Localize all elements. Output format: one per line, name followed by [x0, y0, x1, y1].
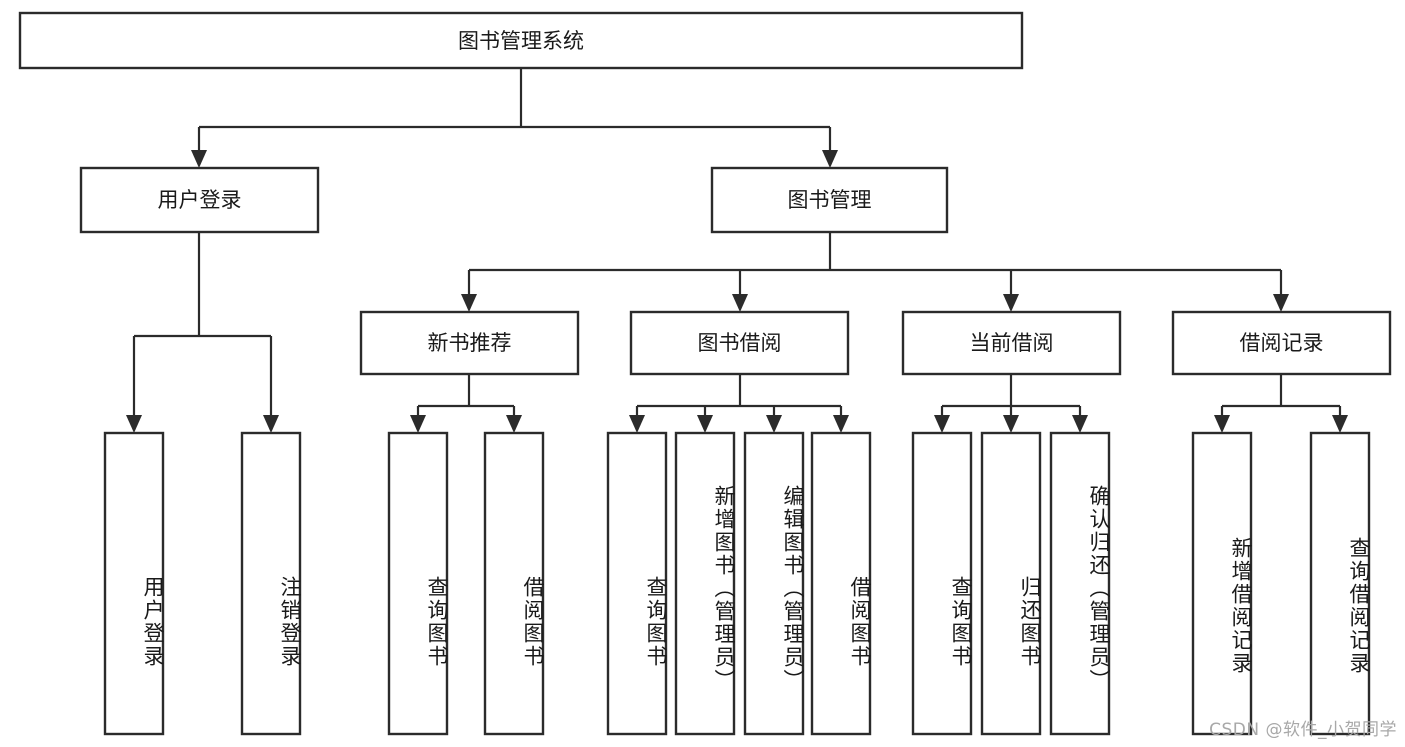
node-current-borrow-label: 当前借阅 [970, 331, 1054, 355]
node-borrow-record-box[interactable] [1171, 310, 1392, 376]
arrowhead-leaf-borrow-book-1 [506, 415, 522, 433]
arrowhead-book-manage [822, 150, 838, 168]
node-user-login-label: 用户登录 [158, 188, 242, 212]
arrowhead-current-borrow [1003, 294, 1019, 312]
node-borrow-record-label: 借阅记录 [1240, 331, 1324, 355]
node-leaf-confirm-return-box[interactable] [1049, 431, 1111, 736]
arrowhead-leaf-query-book-1 [410, 415, 426, 433]
node-leaf-query-record-box[interactable] [1309, 431, 1371, 736]
arrowhead-leaf-confirm-return [1072, 415, 1088, 433]
arrowhead-leaf-query-book-2 [629, 415, 645, 433]
node-borrow-record[interactable]: 借阅记录 [1171, 310, 1392, 376]
node-current-borrow[interactable]: 当前借阅 [901, 310, 1122, 376]
leaf-box-layer [103, 431, 1371, 736]
arrowhead-user-login [191, 150, 207, 168]
node-leaf-user-login-box[interactable] [103, 431, 165, 736]
arrowhead-new-book-rec [461, 294, 477, 312]
node-new-book-rec-box[interactable] [359, 310, 580, 376]
node-book-borrow-box[interactable] [629, 310, 850, 376]
node-new-book-rec-label: 新书推荐 [428, 331, 512, 355]
node-leaf-query-book-1-box[interactable] [387, 431, 449, 736]
arrowhead-leaf-edit-book [766, 415, 782, 433]
node-leaf-query-book-2-box[interactable] [606, 431, 668, 736]
arrowhead-leaf-user-login [126, 415, 142, 433]
node-leaf-query-book-3-box[interactable] [911, 431, 973, 736]
arrowhead-leaf-user-logout [263, 415, 279, 433]
csdn-watermark: CSDN @软件_小贺同学 [1209, 720, 1397, 740]
node-book-borrow-label: 图书借阅 [698, 331, 782, 355]
arrowhead-leaf-query-book-3 [934, 415, 950, 433]
node-root[interactable]: 图书管理系统 [18, 11, 1024, 70]
node-leaf-borrow-book-2-box[interactable] [810, 431, 872, 736]
node-book-manage-box[interactable] [710, 166, 949, 234]
arrowhead-leaf-borrow-book-2 [833, 415, 849, 433]
node-book-borrow[interactable]: 图书借阅 [629, 310, 850, 376]
node-root-box[interactable] [18, 11, 1024, 70]
node-book-manage-label: 图书管理 [788, 188, 872, 212]
node-new-book-rec[interactable]: 新书推荐 [359, 310, 580, 376]
node-current-borrow-box[interactable] [901, 310, 1122, 376]
arrowhead-leaf-add-record [1214, 415, 1230, 433]
node-user-login-box[interactable] [79, 166, 320, 234]
arrowhead-leaf-query-record [1332, 415, 1348, 433]
arrowhead-leaf-add-book [697, 415, 713, 433]
node-root-label: 图书管理系统 [458, 29, 584, 53]
arrowhead-leaf-return-book [1003, 415, 1019, 433]
node-leaf-user-logout-box[interactable] [240, 431, 302, 736]
node-leaf-add-record-box[interactable] [1191, 431, 1253, 736]
node-leaf-add-book-box[interactable] [674, 431, 736, 736]
node-leaf-return-book-box[interactable] [980, 431, 1042, 736]
node-user-login[interactable]: 用户登录 [79, 166, 320, 234]
node-book-manage[interactable]: 图书管理 [710, 166, 949, 234]
arrowhead-borrow-record [1273, 294, 1289, 312]
node-leaf-borrow-book-1-box[interactable] [483, 431, 545, 736]
arrowhead-book-borrow [732, 294, 748, 312]
connector-layer [126, 68, 1348, 433]
node-leaf-edit-book-box[interactable] [743, 431, 805, 736]
